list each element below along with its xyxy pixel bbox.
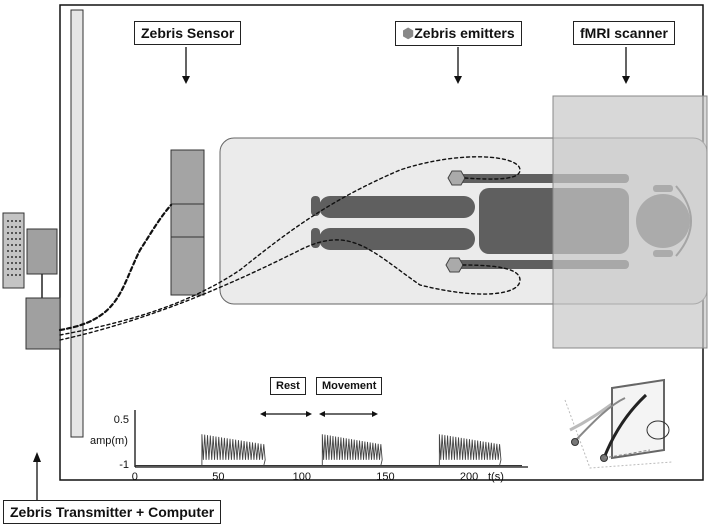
- transmitter-label: Zebris Transmitter + Computer: [3, 500, 222, 524]
- computer-icon: [2, 212, 25, 289]
- zebris-sensor: [170, 149, 205, 296]
- x-tick-label: 150: [376, 471, 395, 483]
- movement-label: Movement: [316, 377, 383, 395]
- emitter-bottom: [445, 257, 464, 273]
- amplitude-chart: [134, 410, 528, 468]
- transmitter-unit: [25, 297, 61, 350]
- zebris-emitters-label: ⬢Zebris emitters: [395, 21, 522, 46]
- movement-block-trace: [438, 434, 502, 466]
- x-tick-label: 50: [212, 471, 225, 483]
- transmitter-panel: [70, 9, 84, 438]
- zebris-emitters-text: Zebris emitters: [414, 25, 515, 41]
- rest-label: Rest: [270, 377, 306, 395]
- sensor-cables: [58, 156, 521, 341]
- monitor-unit: [26, 228, 58, 275]
- x-tick-label: 100: [292, 471, 311, 483]
- x-tick-label: 200: [459, 471, 479, 483]
- fmri-scanner-label: fMRI scanner: [573, 21, 675, 45]
- y-tick-label: 0.5: [113, 414, 129, 426]
- y-axis-label: amp(m): [90, 435, 128, 447]
- hand-tracking-inset: [564, 378, 673, 469]
- movement-block-trace: [321, 434, 383, 466]
- x-axis-label: t(s): [488, 471, 504, 483]
- zebris-sensor-label: Zebris Sensor: [134, 21, 242, 45]
- movement-block-trace: [201, 434, 266, 466]
- chart-traces: [135, 434, 522, 467]
- label-arrows: [33, 47, 630, 500]
- scanner-bore: [552, 95, 708, 349]
- y-tick-label: -1: [119, 459, 129, 471]
- x-tick-label: 0: [131, 471, 138, 483]
- emitter-glyph: ⬢: [402, 25, 415, 41]
- emitter-top: [447, 170, 466, 186]
- phase-arrows: [260, 411, 378, 417]
